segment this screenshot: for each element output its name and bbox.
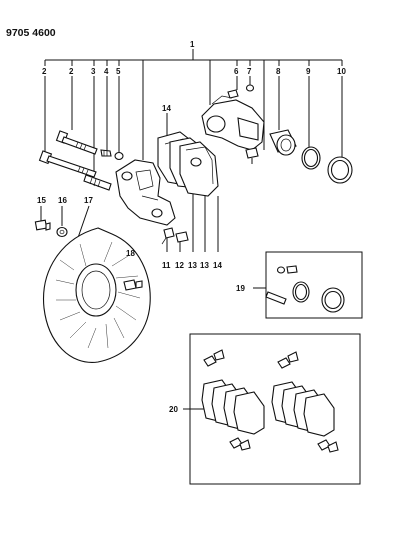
diagram-code: 9705 4600 [6, 27, 56, 39]
bushing [114, 151, 124, 161]
callout-19: 19 [236, 284, 245, 293]
callout-7: 7 [247, 67, 252, 76]
mounting-bolt [34, 219, 51, 231]
guide-pin-bolt-upper [55, 130, 98, 155]
callout-3: 3 [91, 67, 96, 76]
piston-boot [327, 156, 353, 184]
pad-clip-b [175, 231, 189, 243]
pad-kit-box [189, 333, 361, 485]
pin-boot [100, 149, 112, 157]
callout-11: 11 [162, 261, 171, 270]
guide-pin-bolt-lower [38, 150, 97, 178]
callout-1: 1 [190, 40, 195, 49]
callout-2: 2 [42, 67, 47, 76]
seal-kit-box [265, 251, 363, 319]
callout-13: 13 [188, 261, 197, 270]
callout-8: 8 [276, 67, 281, 76]
callout-2: 2 [69, 67, 74, 76]
hose-fitting [245, 147, 259, 164]
bleeder-cap [245, 84, 255, 92]
shield-bolt [123, 279, 143, 291]
caliper-support-bracket [115, 159, 176, 226]
pad-clip-a [161, 227, 175, 245]
guide-pin [83, 174, 112, 191]
callout-15: 15 [37, 196, 46, 205]
caliper-body [201, 95, 265, 151]
callout-12: 12 [175, 261, 184, 270]
callout-1-bracket [44, 49, 343, 160]
callout-5: 5 [116, 67, 121, 76]
callout-14: 14 [213, 261, 222, 270]
piston-seal [301, 146, 321, 170]
callout-14: 14 [162, 104, 171, 113]
callout-16: 16 [58, 196, 67, 205]
callout-labels: 1 2 2 3 4 5 6 7 8 9 10 11 12 13 13 14 14… [37, 40, 346, 414]
brake-pad-outer [179, 141, 219, 197]
callout-4: 4 [104, 67, 109, 76]
callout-6: 6 [234, 67, 239, 76]
callout-17: 17 [84, 196, 93, 205]
dust-shield [42, 227, 151, 363]
callout-10: 10 [337, 67, 346, 76]
callout-18: 18 [126, 249, 135, 258]
bleeder-screw [227, 89, 239, 99]
callout-20: 20 [169, 405, 178, 414]
callout-13: 13 [200, 261, 209, 270]
lock-washer [56, 226, 68, 238]
piston [269, 129, 297, 156]
callout-9: 9 [306, 67, 311, 76]
